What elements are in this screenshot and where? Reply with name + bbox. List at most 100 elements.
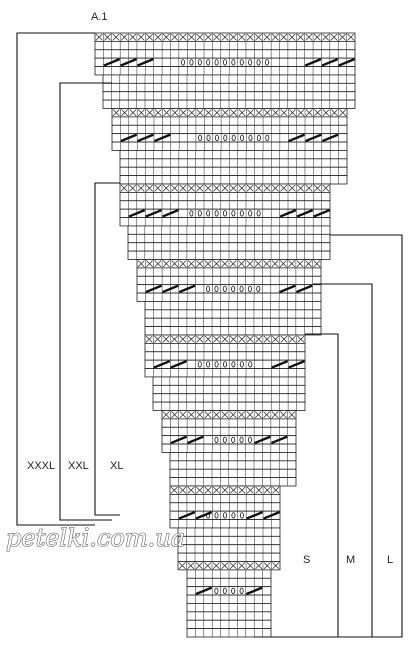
purl-cross-symbol bbox=[263, 411, 271, 419]
slant-decrease-symbol bbox=[120, 58, 137, 67]
purl-cross-symbol bbox=[305, 184, 313, 192]
purl-cross-symbol bbox=[188, 33, 195, 41]
yarn-over-symbol bbox=[240, 134, 245, 141]
purl-cross-symbol bbox=[229, 260, 237, 268]
chart-row bbox=[144, 326, 322, 336]
purl-cross-symbol bbox=[280, 411, 287, 419]
chart-row bbox=[169, 460, 297, 470]
purl-cross-symbol bbox=[238, 335, 246, 343]
size-label-s: S bbox=[303, 554, 310, 566]
yarn-over-symbol bbox=[222, 512, 227, 519]
slant-decrease-symbol bbox=[154, 133, 171, 143]
chart-title: A.1 bbox=[91, 11, 108, 23]
slant-decrease-symbol bbox=[305, 133, 322, 143]
purl-cross-symbol bbox=[154, 33, 162, 41]
slant-decrease-symbol bbox=[263, 511, 280, 520]
purl-cross-symbol bbox=[170, 486, 178, 494]
purl-cross-symbol bbox=[330, 33, 338, 41]
purl-cross-symbol bbox=[171, 260, 179, 268]
purl-cross-symbol bbox=[162, 411, 170, 419]
purl-cross-symbol bbox=[145, 335, 153, 343]
yarn-over-symbol bbox=[248, 361, 253, 368]
purl-cross-symbol bbox=[246, 335, 254, 343]
slant-decrease-symbol bbox=[145, 209, 162, 218]
purl-cross-symbol bbox=[263, 335, 271, 343]
yarn-over-symbol bbox=[189, 59, 194, 66]
slant-decrease-symbol bbox=[162, 209, 179, 218]
purl-cross-symbol bbox=[305, 260, 312, 268]
chart-row bbox=[144, 351, 306, 361]
yarn-over-symbol bbox=[256, 59, 261, 66]
chart-row bbox=[119, 191, 331, 202]
purl-cross-symbol bbox=[322, 184, 330, 192]
purl-cross-symbol bbox=[129, 33, 137, 41]
yarn-over-symbol bbox=[214, 587, 219, 594]
slant-decrease-symbol bbox=[120, 133, 138, 143]
slant-decrease-symbol bbox=[170, 435, 188, 445]
purl-cross-symbol bbox=[305, 33, 313, 41]
purl-cross-symbol bbox=[163, 109, 170, 117]
purl-cross-symbol bbox=[196, 109, 204, 117]
purl-cross-symbol bbox=[204, 184, 212, 192]
yarn-over-symbol bbox=[231, 512, 236, 519]
yarn-over-symbol bbox=[181, 59, 186, 66]
purl-cross-symbol bbox=[221, 486, 229, 494]
purl-cross-symbol bbox=[196, 411, 204, 419]
chart-row bbox=[169, 519, 281, 529]
purl-cross-symbol bbox=[229, 33, 237, 41]
purl-cross-symbol bbox=[162, 184, 170, 192]
purl-cross-symbol bbox=[263, 33, 271, 41]
purl-cross-symbol bbox=[246, 260, 254, 268]
yarn-over-symbol bbox=[239, 210, 244, 217]
purl-cross-symbol bbox=[196, 335, 204, 343]
purl-cross-symbol bbox=[154, 109, 162, 117]
chart-row bbox=[169, 493, 281, 504]
purl-cross-symbol bbox=[230, 109, 238, 117]
purl-cross-symbol bbox=[204, 562, 212, 570]
yarn-over-symbol bbox=[256, 134, 261, 141]
purl-cross-symbol bbox=[171, 184, 179, 192]
purl-cross-symbol bbox=[229, 184, 237, 192]
yarn-over-symbol bbox=[265, 134, 270, 141]
chart-row bbox=[169, 477, 297, 487]
slant-decrease-symbol bbox=[279, 209, 297, 218]
purl-cross-symbol bbox=[313, 260, 321, 268]
slant-decrease-symbol bbox=[254, 435, 271, 445]
slant-decrease-symbol bbox=[296, 209, 314, 218]
purl-cross-symbol bbox=[280, 335, 288, 343]
slant-decrease-symbol bbox=[313, 209, 330, 218]
purl-cross-symbol bbox=[322, 33, 330, 41]
slant-decrease-symbol bbox=[103, 58, 121, 67]
purl-cross-symbol bbox=[254, 411, 262, 419]
chart-row bbox=[119, 175, 348, 185]
purl-cross-symbol bbox=[204, 411, 212, 419]
purl-cross-symbol bbox=[246, 33, 254, 41]
purl-cross-symbol bbox=[297, 335, 305, 343]
purl-cross-symbol bbox=[238, 486, 246, 494]
chart-row bbox=[144, 309, 322, 319]
purl-cross-symbol bbox=[238, 260, 245, 268]
slant-decrease-symbol bbox=[170, 360, 188, 369]
purl-cross-symbol bbox=[171, 411, 178, 419]
yarn-over-symbol bbox=[231, 59, 236, 66]
purl-cross-symbol bbox=[272, 562, 280, 570]
purl-cross-symbol bbox=[297, 184, 305, 192]
yarn-over-symbol bbox=[198, 134, 203, 141]
purl-cross-symbol bbox=[255, 184, 263, 192]
purl-cross-symbol bbox=[213, 184, 221, 192]
yarn-over-symbol bbox=[214, 436, 219, 443]
yarn-over-symbol bbox=[231, 361, 236, 368]
slant-decrease-symbol bbox=[288, 360, 305, 369]
purl-cross-symbol bbox=[263, 184, 271, 192]
yarn-over-symbol bbox=[206, 134, 211, 141]
chart-row bbox=[94, 40, 356, 51]
yarn-over-symbol bbox=[206, 285, 211, 292]
purl-cross-symbol bbox=[221, 109, 229, 117]
purl-cross-symbol bbox=[196, 486, 204, 494]
yarn-over-symbol bbox=[214, 512, 219, 519]
purl-cross-symbol bbox=[179, 109, 187, 117]
purl-cross-symbol bbox=[272, 335, 279, 343]
purl-cross-symbol bbox=[154, 335, 162, 343]
slant-decrease-symbol bbox=[279, 284, 296, 294]
yarn-over-symbol bbox=[256, 210, 261, 217]
